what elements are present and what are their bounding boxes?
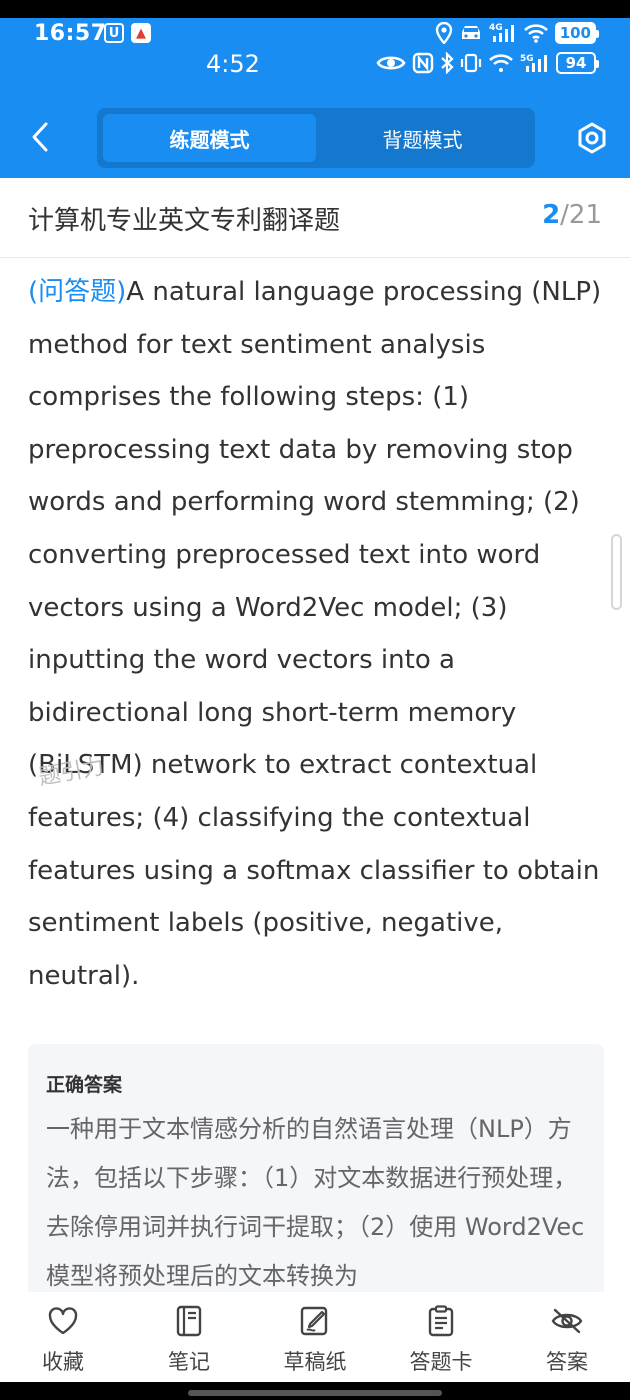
- status-bar-secondary: 4:52 5G 94: [0, 48, 630, 82]
- question-type-label: (问答题): [28, 277, 127, 307]
- answer-card-label: 答题卡: [409, 1350, 473, 1374]
- battery-indicator: 100: [554, 22, 600, 44]
- favorite-label: 收藏: [42, 1350, 84, 1374]
- notebook-icon: [172, 1304, 206, 1338]
- home-indicator[interactable]: [188, 1390, 442, 1396]
- status-time-secondary: 4:52: [206, 50, 260, 78]
- show-answer-button[interactable]: 答案: [504, 1292, 630, 1382]
- eye-off-icon: [550, 1304, 584, 1338]
- favorite-button[interactable]: 收藏: [0, 1292, 126, 1382]
- car-icon: [461, 26, 480, 39]
- tab-practice-mode[interactable]: 练题模式: [103, 114, 316, 162]
- bluetooth-icon: [441, 52, 454, 74]
- back-button[interactable]: [26, 120, 54, 154]
- answer-text: 一种用于文本情感分析的自然语言处理（NLP）方法，包括以下步骤：（1）对文本数据…: [46, 1115, 585, 1290]
- page-title: 计算机专业英文专利翻译题: [28, 206, 341, 236]
- app-header: 16:57 U ▲ 4G 100 4:52 5G 94 练题模式 背: [0, 18, 630, 178]
- wifi-icon: [523, 24, 548, 43]
- signal-5g-icon: 5G: [520, 54, 547, 72]
- notes-button[interactable]: 笔记: [126, 1292, 252, 1382]
- question-text: A natural language processing (NLP) meth…: [28, 277, 602, 991]
- shield-app-icon: U: [104, 23, 124, 43]
- question-header: 计算机专业英文专利翻译题 2/21: [0, 178, 630, 258]
- status-icons: 4G 100: [435, 22, 600, 44]
- current-question-number: 2: [542, 200, 561, 230]
- answer-panel: 正确答案 一种用于文本情感分析的自然语言处理（NLP）方法，包括以下步骤：（1）…: [28, 1044, 604, 1304]
- draft-button[interactable]: 草稿纸: [252, 1292, 378, 1382]
- draft-label: 草稿纸: [283, 1350, 347, 1374]
- question-body: (问答题)A natural language processing (NLP)…: [28, 266, 608, 1002]
- chevron-left-icon: [32, 122, 48, 152]
- total-question-count: /21: [560, 200, 602, 230]
- wifi-secondary-icon: [489, 54, 513, 72]
- tab-memorize-mode[interactable]: 背题模式: [382, 127, 463, 152]
- status-time: 16:57: [34, 21, 107, 46]
- nfc-icon: [412, 52, 434, 74]
- status-bar: 16:57 U ▲ 4G 100: [0, 18, 630, 52]
- heart-icon: [46, 1304, 80, 1338]
- answer-label: 正确答案: [46, 1074, 123, 1096]
- vibrate-icon: [460, 53, 482, 73]
- scrollbar[interactable]: [611, 534, 622, 610]
- settings-icon: [578, 122, 606, 154]
- mode-switch: 练题模式 背题模式: [97, 108, 535, 168]
- notes-label: 笔记: [168, 1350, 210, 1374]
- location-icon: [435, 22, 452, 44]
- nav-bar: 练题模式 背题模式: [0, 106, 630, 168]
- question-counter: 2/21: [542, 200, 602, 230]
- signal-4g-icon: 4G: [489, 23, 514, 42]
- draft-icon: [298, 1304, 332, 1338]
- warning-app-icon: ▲: [131, 23, 151, 43]
- battery-indicator-secondary: 94: [556, 52, 599, 74]
- show-answer-label: 答案: [546, 1350, 588, 1374]
- settings-button[interactable]: [574, 120, 610, 156]
- eye-icon: [376, 56, 406, 70]
- answer-card-button[interactable]: 答题卡: [378, 1292, 504, 1382]
- svg-text:5G: 5G: [520, 54, 534, 64]
- bottom-toolbar: 收藏 笔记 草稿纸 答题卡 答案: [0, 1292, 630, 1382]
- svg-text:4G: 4G: [489, 23, 503, 33]
- answer-card-icon: [424, 1304, 458, 1338]
- status-icons-secondary: 5G 94: [376, 52, 599, 74]
- screen-top-edge: [0, 0, 630, 18]
